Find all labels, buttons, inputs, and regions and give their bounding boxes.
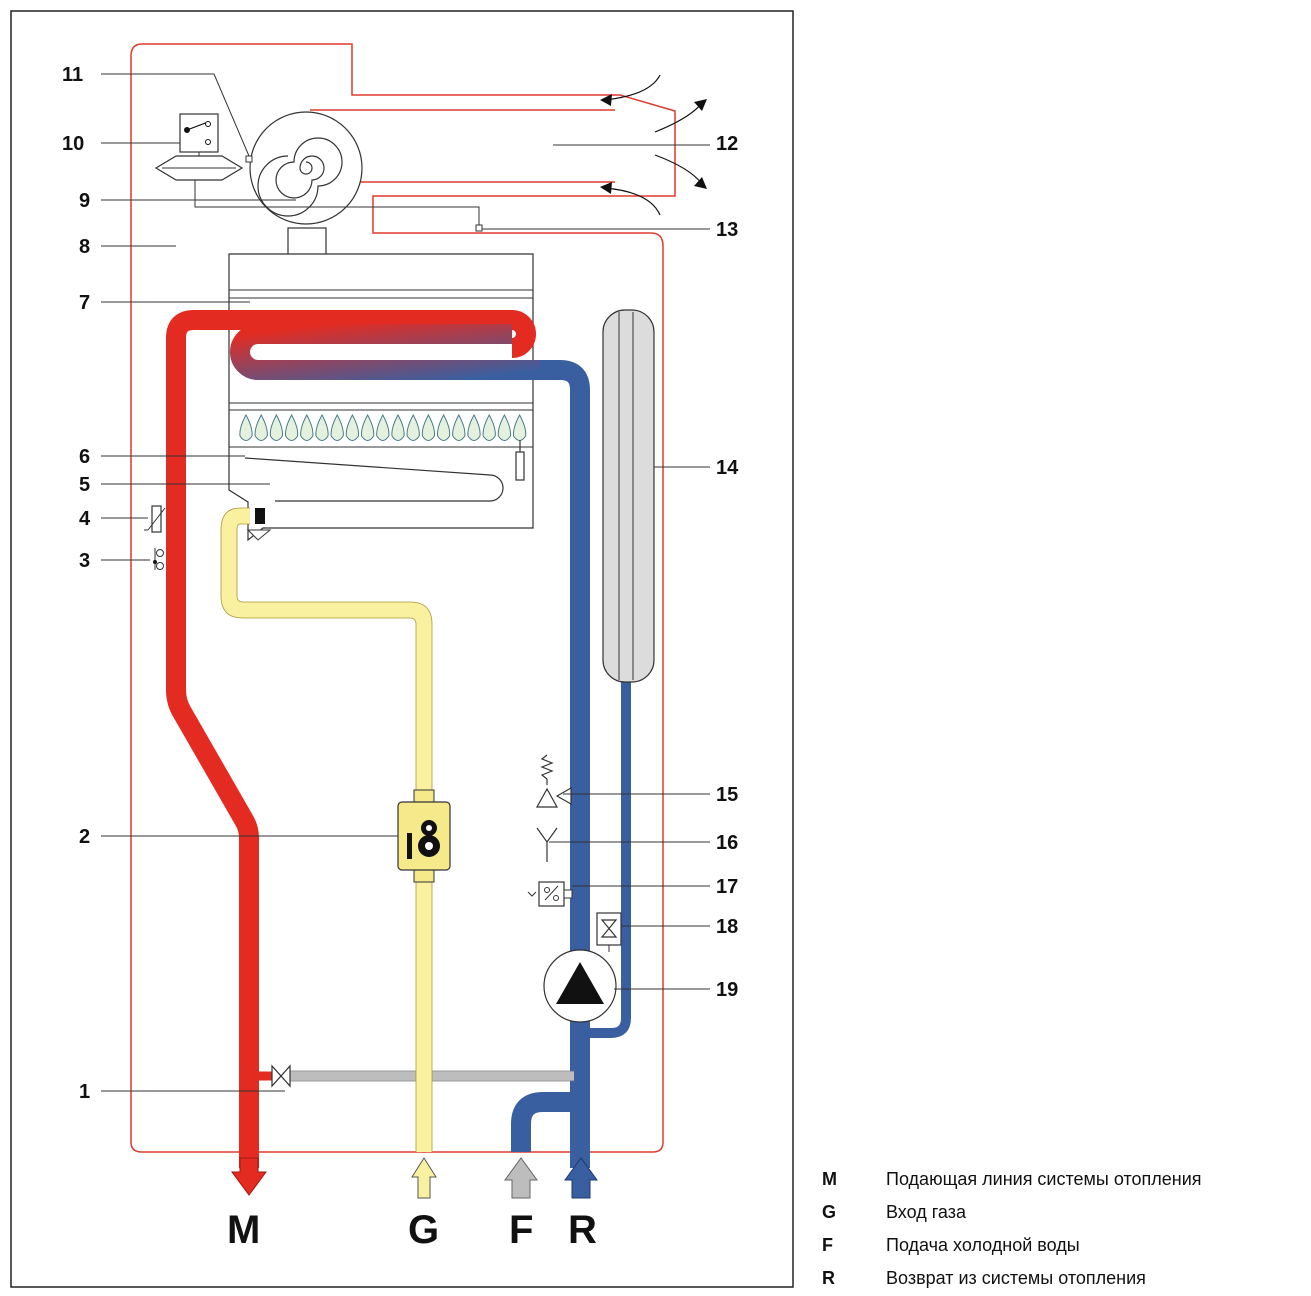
- flame-icon: [345, 413, 360, 441]
- legend-row: R Возврат из системы отопления: [822, 1262, 1311, 1295]
- legend-key: R: [822, 1268, 835, 1288]
- expansion-vessel-pipe: [580, 680, 631, 1038]
- callout-10: 10: [62, 133, 84, 155]
- flame-icon: [391, 413, 405, 441]
- legend-text: Подающая линия системы отопления: [886, 1169, 1202, 1189]
- flow-out-arrow-icon: [231, 1157, 267, 1196]
- safety-valve-icon: [535, 754, 572, 808]
- legend: M Подающая линия системы отопления G Вхо…: [822, 1163, 1311, 1295]
- callout-3: 3: [79, 550, 90, 572]
- pressure-switch-icon: [154, 113, 244, 181]
- safety-thermostat-icon: [153, 548, 164, 570]
- callout-5: 5: [79, 474, 90, 496]
- flow-pipe: [166, 310, 536, 1168]
- cold-in-arrow-icon: [504, 1157, 538, 1199]
- return-in-arrow-icon: [564, 1157, 598, 1199]
- air-arrow-heads: [600, 94, 707, 194]
- flame-icon: [239, 413, 253, 441]
- connection-f: F: [509, 1208, 533, 1252]
- drain-icon: [536, 827, 558, 862]
- flame-icon: [421, 413, 436, 441]
- pressure-tube: [194, 180, 480, 225]
- air-vent-icon: [596, 912, 622, 952]
- callout-7: 7: [79, 292, 90, 314]
- flame-icon: [497, 413, 512, 441]
- callout-15: 15: [716, 784, 738, 806]
- callout-19: 19: [716, 979, 738, 1001]
- pump-icon: [543, 949, 617, 1023]
- fan-icon: [249, 111, 363, 259]
- bypass-valve-icon: [271, 1064, 291, 1088]
- callout-14: 14: [716, 457, 739, 479]
- expansion-vessel-icon: [602, 309, 655, 683]
- leader-lines: [101, 73, 710, 1092]
- flame-icon: [482, 413, 496, 441]
- callout-18: 18: [716, 916, 738, 938]
- callout-9: 9: [79, 190, 90, 212]
- gas-in-arrow-icon: [411, 1157, 437, 1199]
- callout-16: 16: [716, 832, 738, 854]
- gas-pipe: [221, 508, 432, 1152]
- callout-2: 2: [79, 826, 90, 848]
- flame-icon: [406, 413, 420, 441]
- callout-17: 17: [716, 876, 738, 898]
- legend-key: M: [822, 1169, 837, 1189]
- legend-text: Подача холодной воды: [886, 1235, 1080, 1255]
- legend-key: F: [822, 1235, 833, 1255]
- legend-key: G: [822, 1202, 837, 1222]
- flame-icon: [360, 413, 375, 441]
- heat-exchanger-coil: [230, 324, 545, 380]
- combustion-chamber: [228, 253, 534, 542]
- callout-8: 8: [79, 236, 90, 258]
- connection-m: M: [227, 1208, 260, 1252]
- flame-icon: [330, 413, 344, 441]
- flame-icon: [315, 413, 329, 441]
- return-pipe: [540, 360, 590, 1152]
- gas-valve-icon: [397, 789, 451, 883]
- fan-sensor-11: [245, 155, 253, 163]
- flame-icon: [269, 413, 284, 441]
- callout-1: 1: [79, 1081, 90, 1103]
- connection-r: R: [568, 1208, 597, 1252]
- flame-icon: [436, 413, 451, 441]
- flame-icon: [376, 413, 390, 441]
- water-pressure-switch-icon: [527, 881, 573, 907]
- flame-icon: [284, 413, 299, 441]
- temperature-probe-icon: [144, 505, 166, 533]
- ignition-electrode: [515, 451, 525, 481]
- callout-12: 12: [716, 133, 738, 155]
- cold-water-pipe: [511, 1092, 580, 1152]
- callout-13: 13: [716, 219, 738, 241]
- flame-icon: [452, 413, 466, 441]
- casing-outline: [130, 43, 676, 1153]
- flue-sensor-13: [475, 224, 483, 232]
- callout-11: 11: [62, 64, 83, 86]
- burner-flames: [239, 413, 527, 441]
- flame-icon: [254, 413, 268, 441]
- callout-4: 4: [79, 508, 91, 530]
- callout-numbers: 11 10 9 8 7 6 5 4 3 2 1 12 13 14 15 16 1…: [62, 64, 739, 1103]
- outer-frame: [10, 10, 794, 1288]
- connection-g: G: [408, 1208, 439, 1252]
- legend-text: Возврат из системы отопления: [886, 1268, 1146, 1288]
- legend-row: G Вход газа: [822, 1196, 1311, 1229]
- legend-row: F Подача холодной воды: [822, 1229, 1311, 1262]
- flame-icon: [300, 413, 314, 441]
- pilot-tube: [244, 457, 504, 502]
- callout-6: 6: [79, 446, 90, 468]
- legend-row: M Подающая линия системы отопления: [822, 1163, 1311, 1196]
- flame-icon: [467, 413, 481, 441]
- legend-text: Вход газа: [886, 1202, 966, 1222]
